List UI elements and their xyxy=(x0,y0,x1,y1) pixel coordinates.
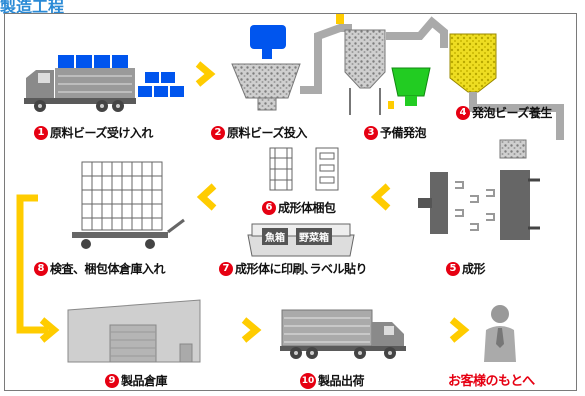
arrow-icon xyxy=(196,183,217,211)
duct xyxy=(386,16,448,48)
step-label: 製品倉庫 xyxy=(121,374,168,388)
step-number-badge: 1 xyxy=(34,125,48,140)
hopper-icon xyxy=(231,25,301,111)
step-number-badge: 2 xyxy=(211,125,225,140)
step-number-badge: 10 xyxy=(300,372,316,389)
step-7: 7 成形体に印刷､ラベル貼り xyxy=(219,260,368,277)
silo-icon xyxy=(344,29,431,115)
step-10: 10 製品出荷 xyxy=(300,372,365,389)
step-9: 9 製品倉庫 xyxy=(105,372,168,389)
truck-icon xyxy=(24,68,136,112)
destination-label: お客様のもとへ xyxy=(448,374,535,389)
truck-icon xyxy=(280,309,406,359)
duct xyxy=(469,92,564,140)
step-1: 1 原料ビーズ受け入れ xyxy=(34,124,153,141)
step-number-badge: 7 xyxy=(219,261,233,276)
step-3: 3 予備発泡 xyxy=(364,124,427,141)
arrow-icon xyxy=(39,317,60,343)
step-number-badge: 8 xyxy=(34,261,48,276)
flow-connector xyxy=(16,194,48,334)
arrow-icon xyxy=(370,183,391,211)
step-label: 検査、梱包体倉庫入れ xyxy=(50,262,166,276)
diagram-frame xyxy=(4,13,577,391)
step-label: 原料ビーズ受け入れ xyxy=(50,126,153,140)
box-stack-icon xyxy=(269,147,339,191)
step-label: 成形 xyxy=(462,262,486,276)
cart-icon xyxy=(72,161,185,249)
step-label: 成形体に印刷､ラベル貼り xyxy=(235,262,368,276)
step-8: 8 検査、梱包体倉庫入れ xyxy=(34,260,166,277)
step-number-badge: 6 xyxy=(262,200,276,215)
warehouse-icon xyxy=(67,299,201,363)
step-4: 4 発泡ビーズ養生 xyxy=(456,104,552,121)
duct xyxy=(300,24,352,94)
step-label: 原料ビーズ投入 xyxy=(227,126,307,140)
step-label: 製品出荷 xyxy=(318,374,365,388)
step-number-badge: 9 xyxy=(105,373,119,388)
step-label: 発泡ビーズ養生 xyxy=(472,106,552,120)
arrow-icon xyxy=(449,317,470,343)
molding-machine-icon xyxy=(418,139,540,240)
aging-silo-icon xyxy=(449,33,497,93)
step-label: 成形体梱包 xyxy=(278,201,336,215)
step-6: 6 成形体梱包 xyxy=(262,199,336,216)
step-5: 5 成形 xyxy=(446,260,486,277)
step-number-badge: 4 xyxy=(456,105,470,120)
step-number-badge: 5 xyxy=(446,261,460,276)
print-label-vegetable-box: 野菜箱 xyxy=(296,228,332,245)
person-icon xyxy=(484,305,516,362)
step-label: 予備発泡 xyxy=(380,126,427,140)
arrow-icon xyxy=(241,317,262,343)
print-label-fish-box: 魚箱 xyxy=(262,228,288,245)
page-title: 製造工程 xyxy=(0,0,65,16)
step-2: 2 原料ビーズ投入 xyxy=(211,124,307,141)
step-number-badge: 3 xyxy=(364,125,378,140)
arrow-icon xyxy=(195,61,216,87)
blue-bags-icon xyxy=(58,55,184,97)
